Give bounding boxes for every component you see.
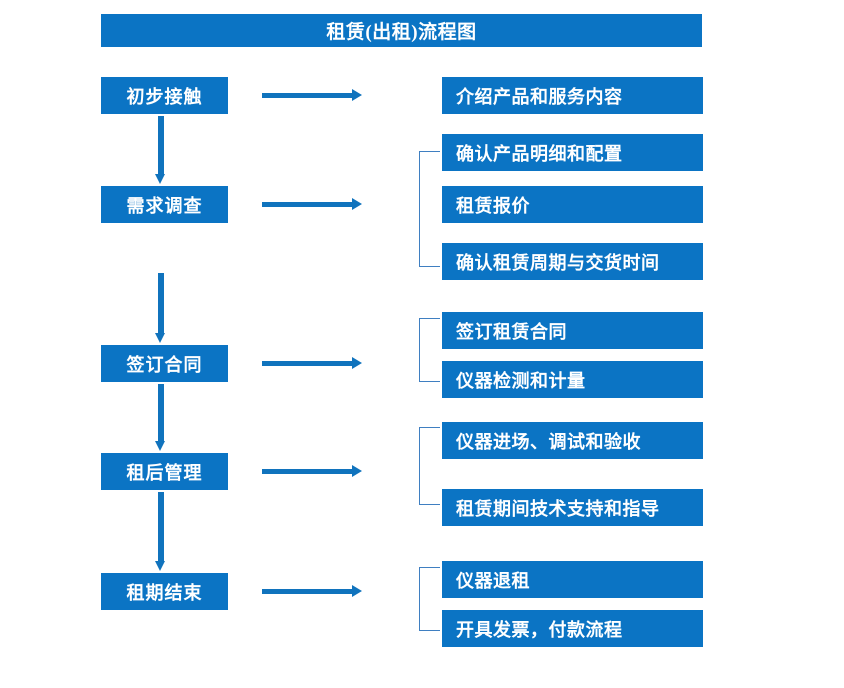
detail-box-instrument-inspection[interactable]: 仪器检测和计量 [442, 361, 703, 398]
arrow-shaft [158, 116, 164, 174]
arrow-head [352, 89, 362, 101]
detail-box-instrument-entry-commissioning[interactable]: 仪器进场、调试和验收 [442, 422, 703, 459]
arrow-shaft [158, 273, 164, 333]
flow-arrow-right-4 [262, 465, 362, 477]
flow-arrow-right-2 [262, 198, 362, 210]
arrow-shaft [262, 468, 354, 474]
flow-arrow-down-4 [155, 492, 166, 571]
detail-box-invoice-payment[interactable]: 开具发票，付款流程 [442, 610, 703, 647]
detail-box-sign-rental-contract[interactable]: 签订租赁合同 [442, 312, 703, 349]
detail-box-instrument-return[interactable]: 仪器退租 [442, 561, 703, 598]
arrow-head [155, 441, 165, 451]
flow-arrow-down-1 [155, 116, 166, 184]
arrow-head [352, 465, 362, 477]
detail-box-introduce-products[interactable]: 介绍产品和服务内容 [442, 77, 703, 114]
arrow-head [155, 174, 165, 184]
flow-arrow-right-1 [262, 89, 362, 101]
arrow-shaft [262, 201, 354, 207]
arrow-shaft [158, 384, 164, 441]
arrow-head [352, 198, 362, 210]
arrow-head [352, 585, 362, 597]
detail-box-technical-support[interactable]: 租赁期间技术支持和指导 [442, 489, 703, 526]
flow-arrow-down-2 [155, 273, 166, 343]
flow-arrow-right-5 [262, 585, 362, 597]
group-bracket-sign-contract [419, 318, 440, 382]
process-box-initial-contact[interactable]: 初步接触 [101, 77, 228, 114]
group-bracket-requirement-survey [419, 151, 440, 267]
arrow-head [155, 561, 165, 571]
process-box-rental-end[interactable]: 租期结束 [101, 573, 228, 610]
flow-arrow-down-3 [155, 384, 166, 451]
group-bracket-rental-end [419, 567, 440, 631]
detail-box-confirm-product-spec[interactable]: 确认产品明细和配置 [442, 134, 703, 171]
arrow-head [155, 333, 165, 343]
arrow-head [352, 357, 362, 369]
process-box-post-rental-management[interactable]: 租后管理 [101, 453, 228, 490]
arrow-shaft [262, 92, 354, 98]
detail-box-confirm-period-delivery[interactable]: 确认租赁周期与交货时间 [442, 243, 703, 280]
process-box-requirement-survey[interactable]: 需求调查 [101, 186, 228, 223]
group-bracket-post-rental [419, 427, 440, 505]
process-box-sign-contract[interactable]: 签订合同 [101, 345, 228, 382]
page-title: 租赁(出租)流程图 [101, 14, 702, 47]
detail-box-rental-quotation[interactable]: 租赁报价 [442, 186, 703, 223]
arrow-shaft [262, 360, 354, 366]
arrow-shaft [262, 588, 354, 594]
flow-arrow-right-3 [262, 357, 362, 369]
arrow-shaft [158, 492, 164, 561]
